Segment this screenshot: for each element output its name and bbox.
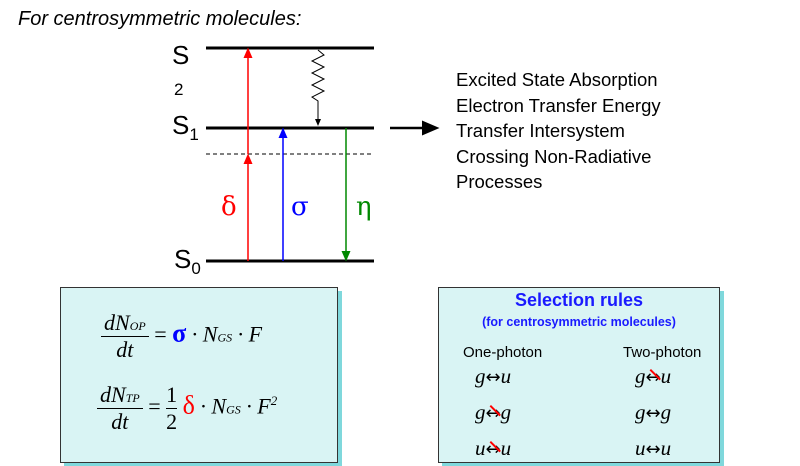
processes-list: Excited State Absorption Electron Transf… bbox=[456, 69, 661, 192]
s1-subscript: 1 bbox=[189, 125, 199, 145]
energy-level-diagram bbox=[206, 46, 440, 263]
two-photon-rule-allowed: u ↔ u bbox=[635, 436, 672, 460]
s0-subscript: 0 bbox=[191, 259, 201, 279]
delta-label: δ bbox=[221, 192, 237, 222]
sigma-label: σ bbox=[291, 192, 309, 222]
forbidden-double-arrow-icon: ↔ bbox=[485, 403, 501, 424]
one-photon-rule-allowed: g ↔ u bbox=[475, 364, 512, 388]
two-photon-rule-allowed: g ↔ g bbox=[635, 400, 672, 424]
double-arrow-icon: ↔ bbox=[645, 439, 661, 460]
slide-title: For centrosymmetric molecules: bbox=[18, 8, 302, 30]
one-photon-header: One-photon bbox=[463, 344, 543, 361]
selection-rules-title: Selection rules bbox=[514, 290, 644, 310]
s2-label: S bbox=[172, 40, 190, 70]
selection-rules-subtitle: (for centrosymmetric molecules) bbox=[482, 315, 676, 329]
double-arrow-icon: ↔ bbox=[645, 403, 661, 424]
eta-label: η bbox=[356, 192, 372, 222]
s2-subscript: 2 bbox=[174, 80, 184, 99]
double-arrow-icon: ↔ bbox=[485, 367, 501, 388]
s1-label: S1 bbox=[172, 110, 199, 145]
selection-rules-box: Selection rules (for centrosymmetric mol… bbox=[438, 287, 720, 463]
one-photon-rule-forbidden: u ↔ u bbox=[475, 436, 512, 460]
two-photon-rule-forbidden: g ↔ u bbox=[635, 364, 672, 388]
s0-label: S0 bbox=[174, 244, 201, 279]
relaxation-wavy-arrow bbox=[310, 49, 326, 126]
s1-letter: S bbox=[172, 110, 190, 140]
one-photon-rule-forbidden: g ↔ g bbox=[475, 400, 512, 424]
forbidden-double-arrow-icon: ↔ bbox=[645, 367, 661, 388]
s0-letter: S bbox=[174, 244, 192, 274]
forbidden-double-arrow-icon: ↔ bbox=[485, 439, 501, 460]
two-photon-header: Two-photon bbox=[623, 344, 702, 361]
